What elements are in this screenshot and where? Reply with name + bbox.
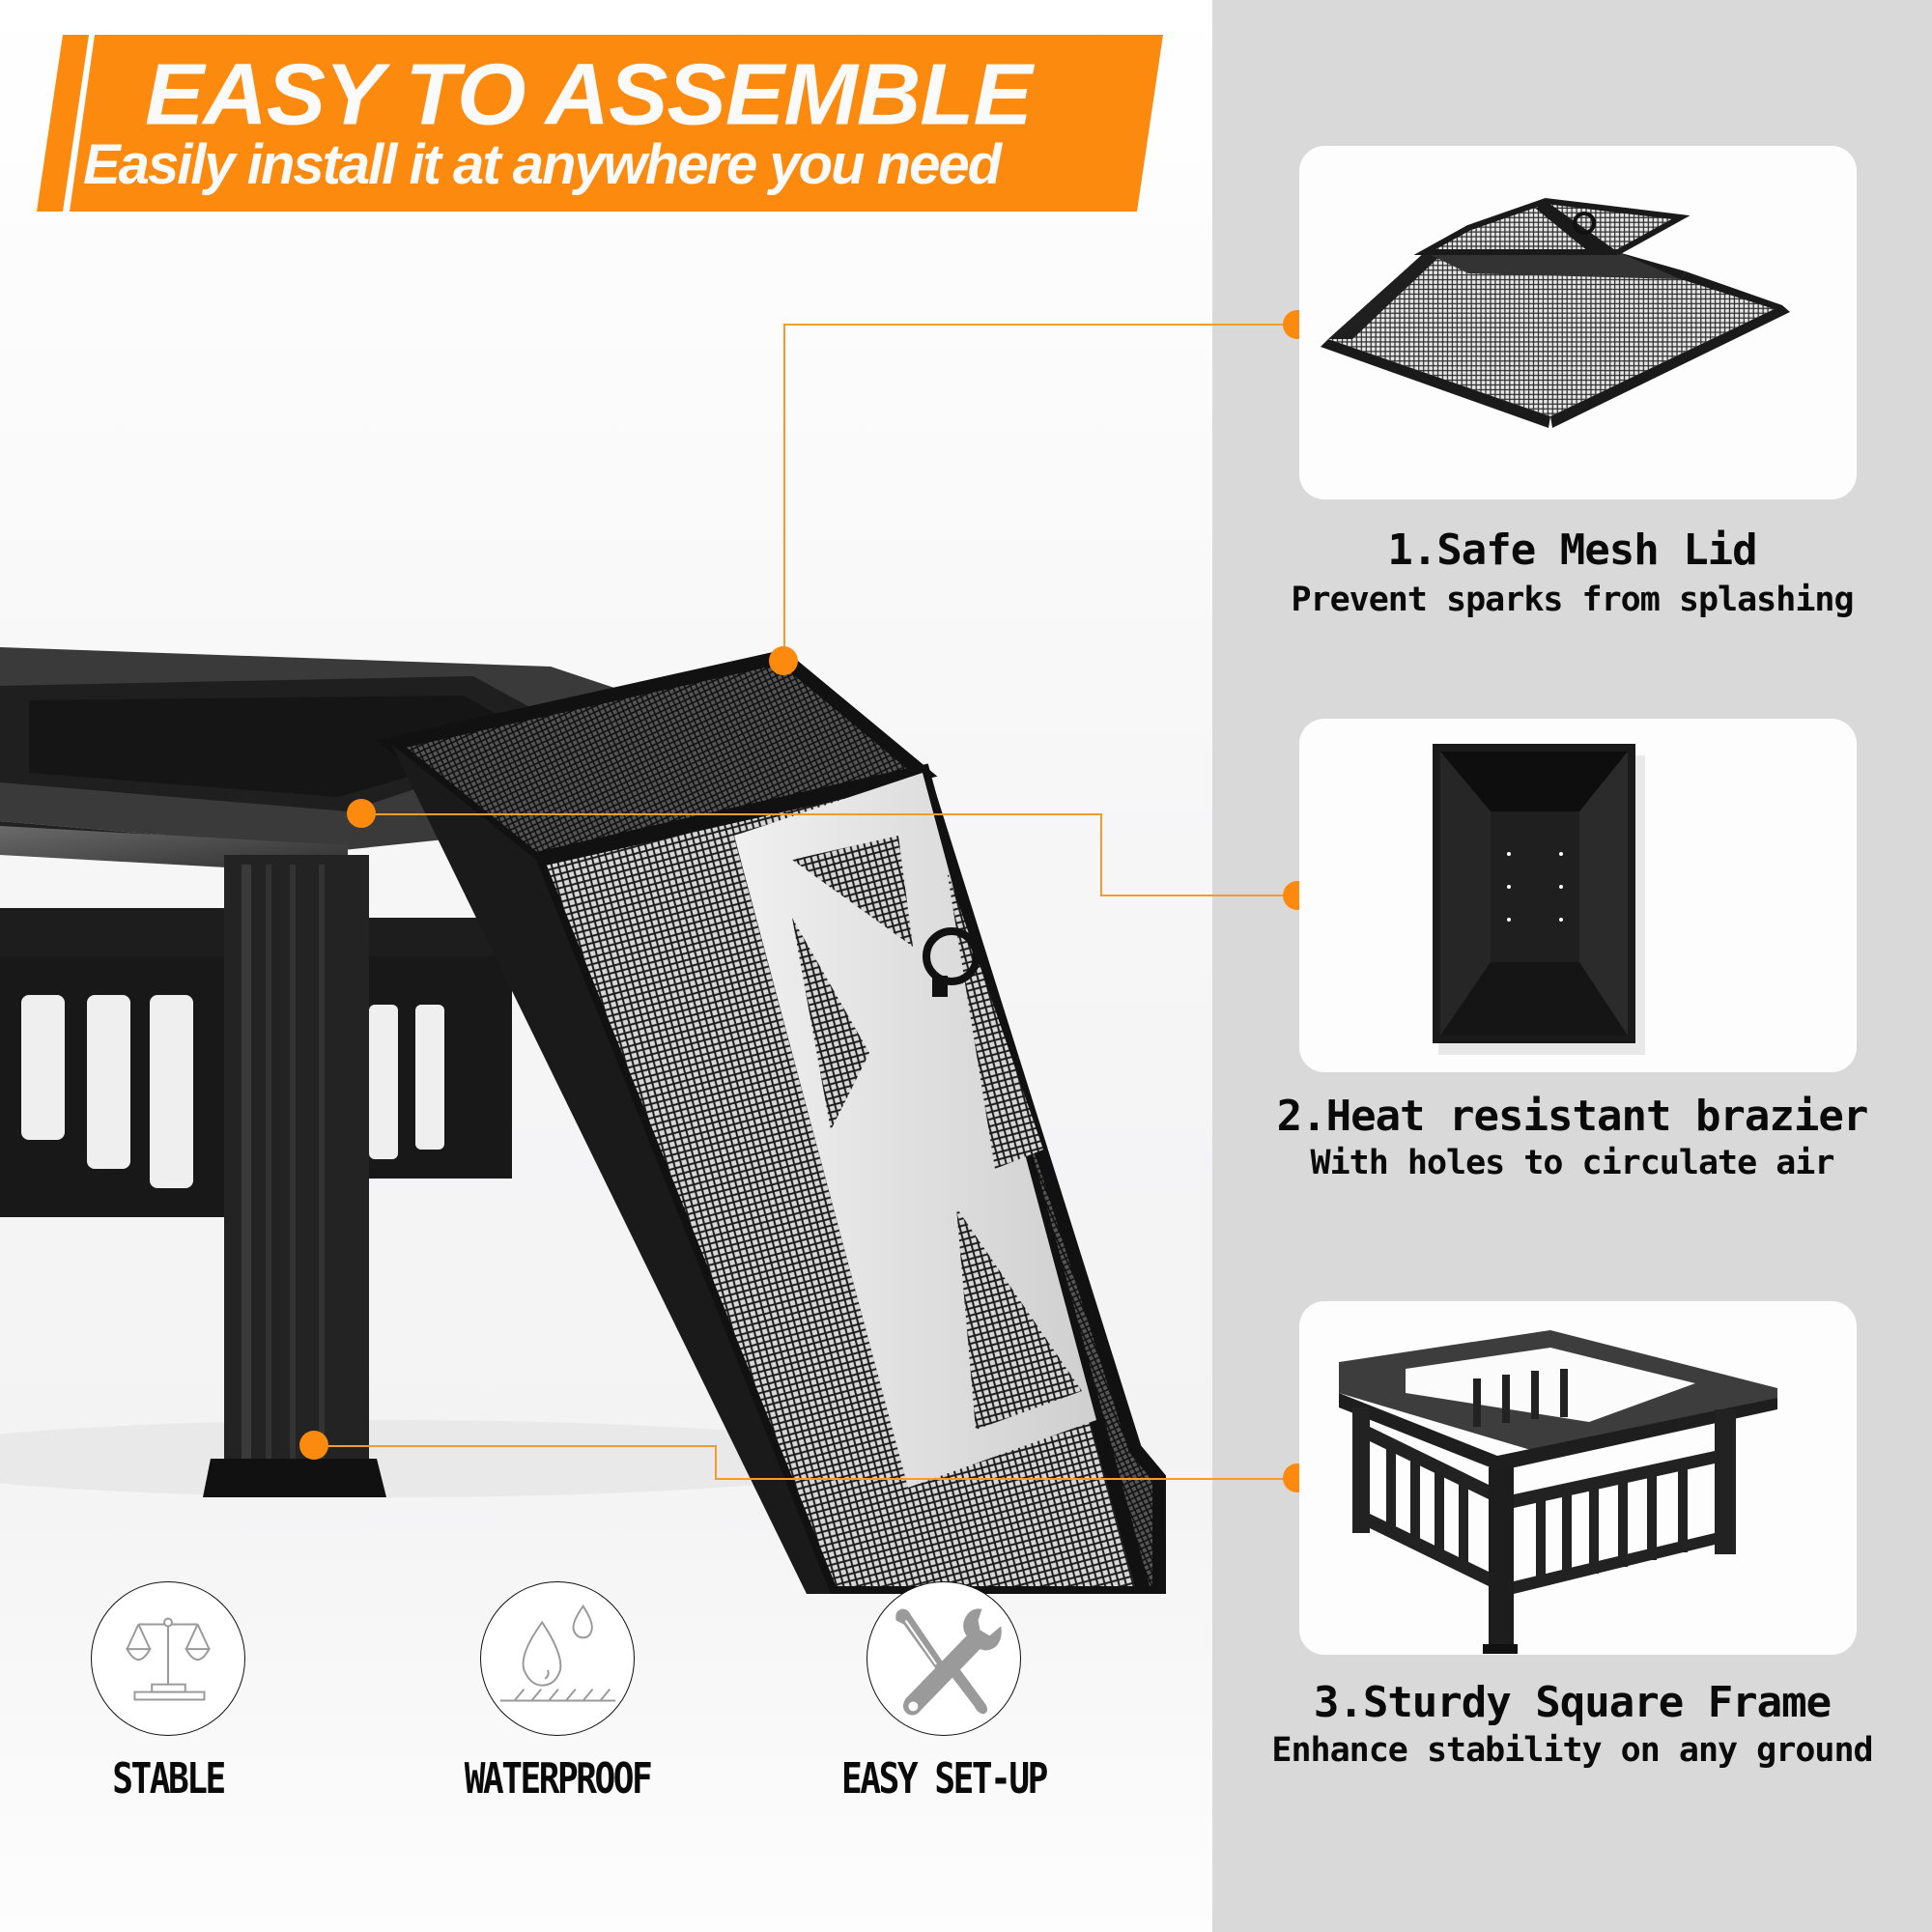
feature-card-brazier — [1299, 719, 1857, 1072]
mesh-lid-image — [1321, 197, 1790, 428]
waterproof-label: WATERPROOF — [464, 1754, 653, 1804]
callout-line-3-horizontal-a — [314, 1445, 716, 1447]
easy-setup-label: EASY SET-UP — [841, 1754, 1048, 1804]
easy-setup-badge — [867, 1581, 1021, 1736]
callout-dot-brazier-product — [347, 799, 376, 828]
callout-line-1-horizontal — [783, 324, 1297, 326]
callout-line-2-horizontal-a — [361, 813, 1101, 815]
feature-subtitle-3: Enhance stability on any ground — [1271, 1731, 1873, 1770]
callout-dot-lid-product — [769, 646, 798, 675]
stable-label: STABLE — [112, 1754, 226, 1804]
callout-line-3-horizontal-b — [715, 1478, 1297, 1480]
header-banner — [70, 35, 1163, 212]
callout-line-2-horizontal-b — [1100, 895, 1297, 896]
feature-subtitle-2: With holes to circulate air — [1310, 1144, 1835, 1182]
brazier-bowl-image — [1433, 744, 1645, 1055]
feature-card-mesh-lid — [1299, 146, 1857, 499]
feature-title-1: 1.Safe Mesh Lid — [1387, 526, 1757, 575]
waterproof-badge — [480, 1581, 635, 1736]
stable-badge — [91, 1581, 245, 1736]
callout-dot-frame-product — [299, 1431, 328, 1460]
callout-line-3-vertical — [715, 1445, 717, 1480]
banner-subtitle: Easily install it at anywhere you need — [83, 133, 1002, 196]
banner-title: EASY TO ASSEMBLE — [145, 46, 1033, 143]
feature-title-2: 2.Heat resistant brazier — [1276, 1092, 1869, 1141]
balance-scale-icon — [125, 1617, 212, 1701]
callout-line-2-vertical — [1100, 813, 1102, 896]
square-frame-image — [1339, 1330, 1777, 1654]
callout-line-1-vertical — [783, 324, 785, 662]
feature-subtitle-1: Prevent sparks from splashing — [1291, 581, 1854, 619]
fire-pit-product-image — [0, 628, 1212, 1602]
wrench-screwdriver-icon — [895, 1608, 1002, 1716]
feature-card-square-frame — [1299, 1301, 1857, 1655]
water-drops-icon — [499, 1604, 616, 1702]
feature-title-3: 3.Sturdy Square Frame — [1313, 1678, 1832, 1727]
